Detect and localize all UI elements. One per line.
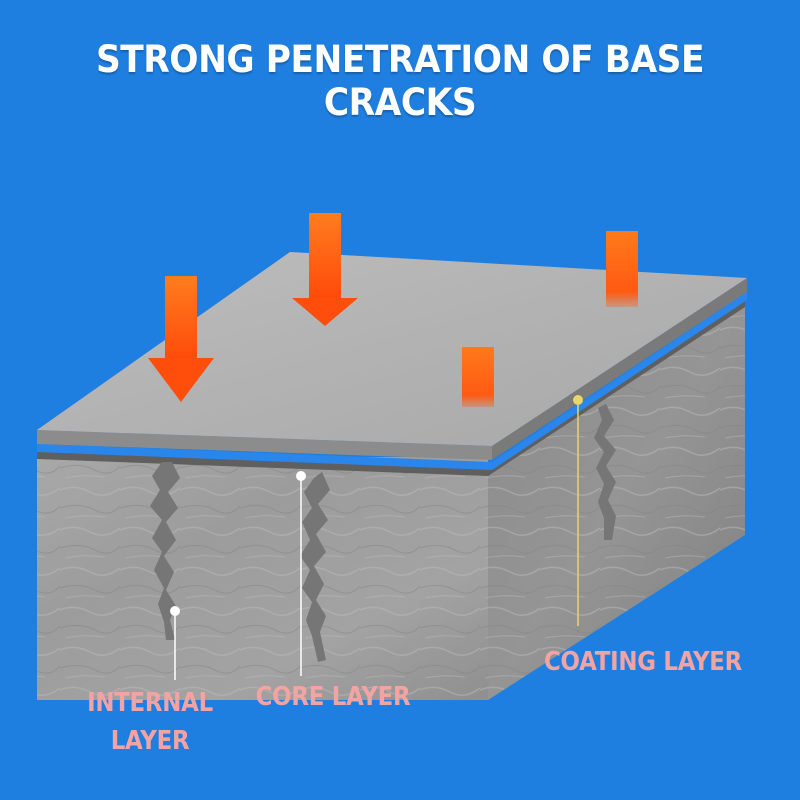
arrow-left	[148, 276, 214, 402]
internal-layer-label-line2: LAYER	[110, 726, 190, 756]
internal-layer-label: INTERNAL LAYER	[80, 684, 221, 760]
coating-dot	[573, 395, 583, 405]
crack-side	[594, 404, 616, 540]
coating-layer-label: COATING LAYER	[543, 647, 743, 677]
arrow-middle	[292, 213, 358, 326]
plate-side-edge	[492, 278, 747, 460]
internal-layer-label-line1: INTERNAL	[87, 688, 213, 718]
block-top-rim	[37, 298, 745, 476]
crack-internal	[150, 462, 180, 640]
page-title: STRONG PENETRATION OF BASE CRACKS	[95, 38, 705, 124]
plate-front-edge	[37, 430, 492, 460]
internal-dot	[170, 606, 180, 616]
plate-top	[37, 252, 747, 446]
core-dot	[296, 471, 306, 481]
arrow-right-front	[462, 347, 494, 407]
coating-gap	[37, 292, 747, 470]
block-side-texture	[488, 303, 745, 700]
crack-core	[300, 472, 330, 662]
core-layer-label: CORE LAYER	[255, 682, 411, 712]
arrow-right-back	[606, 231, 638, 307]
block-front-texture	[37, 457, 488, 700]
